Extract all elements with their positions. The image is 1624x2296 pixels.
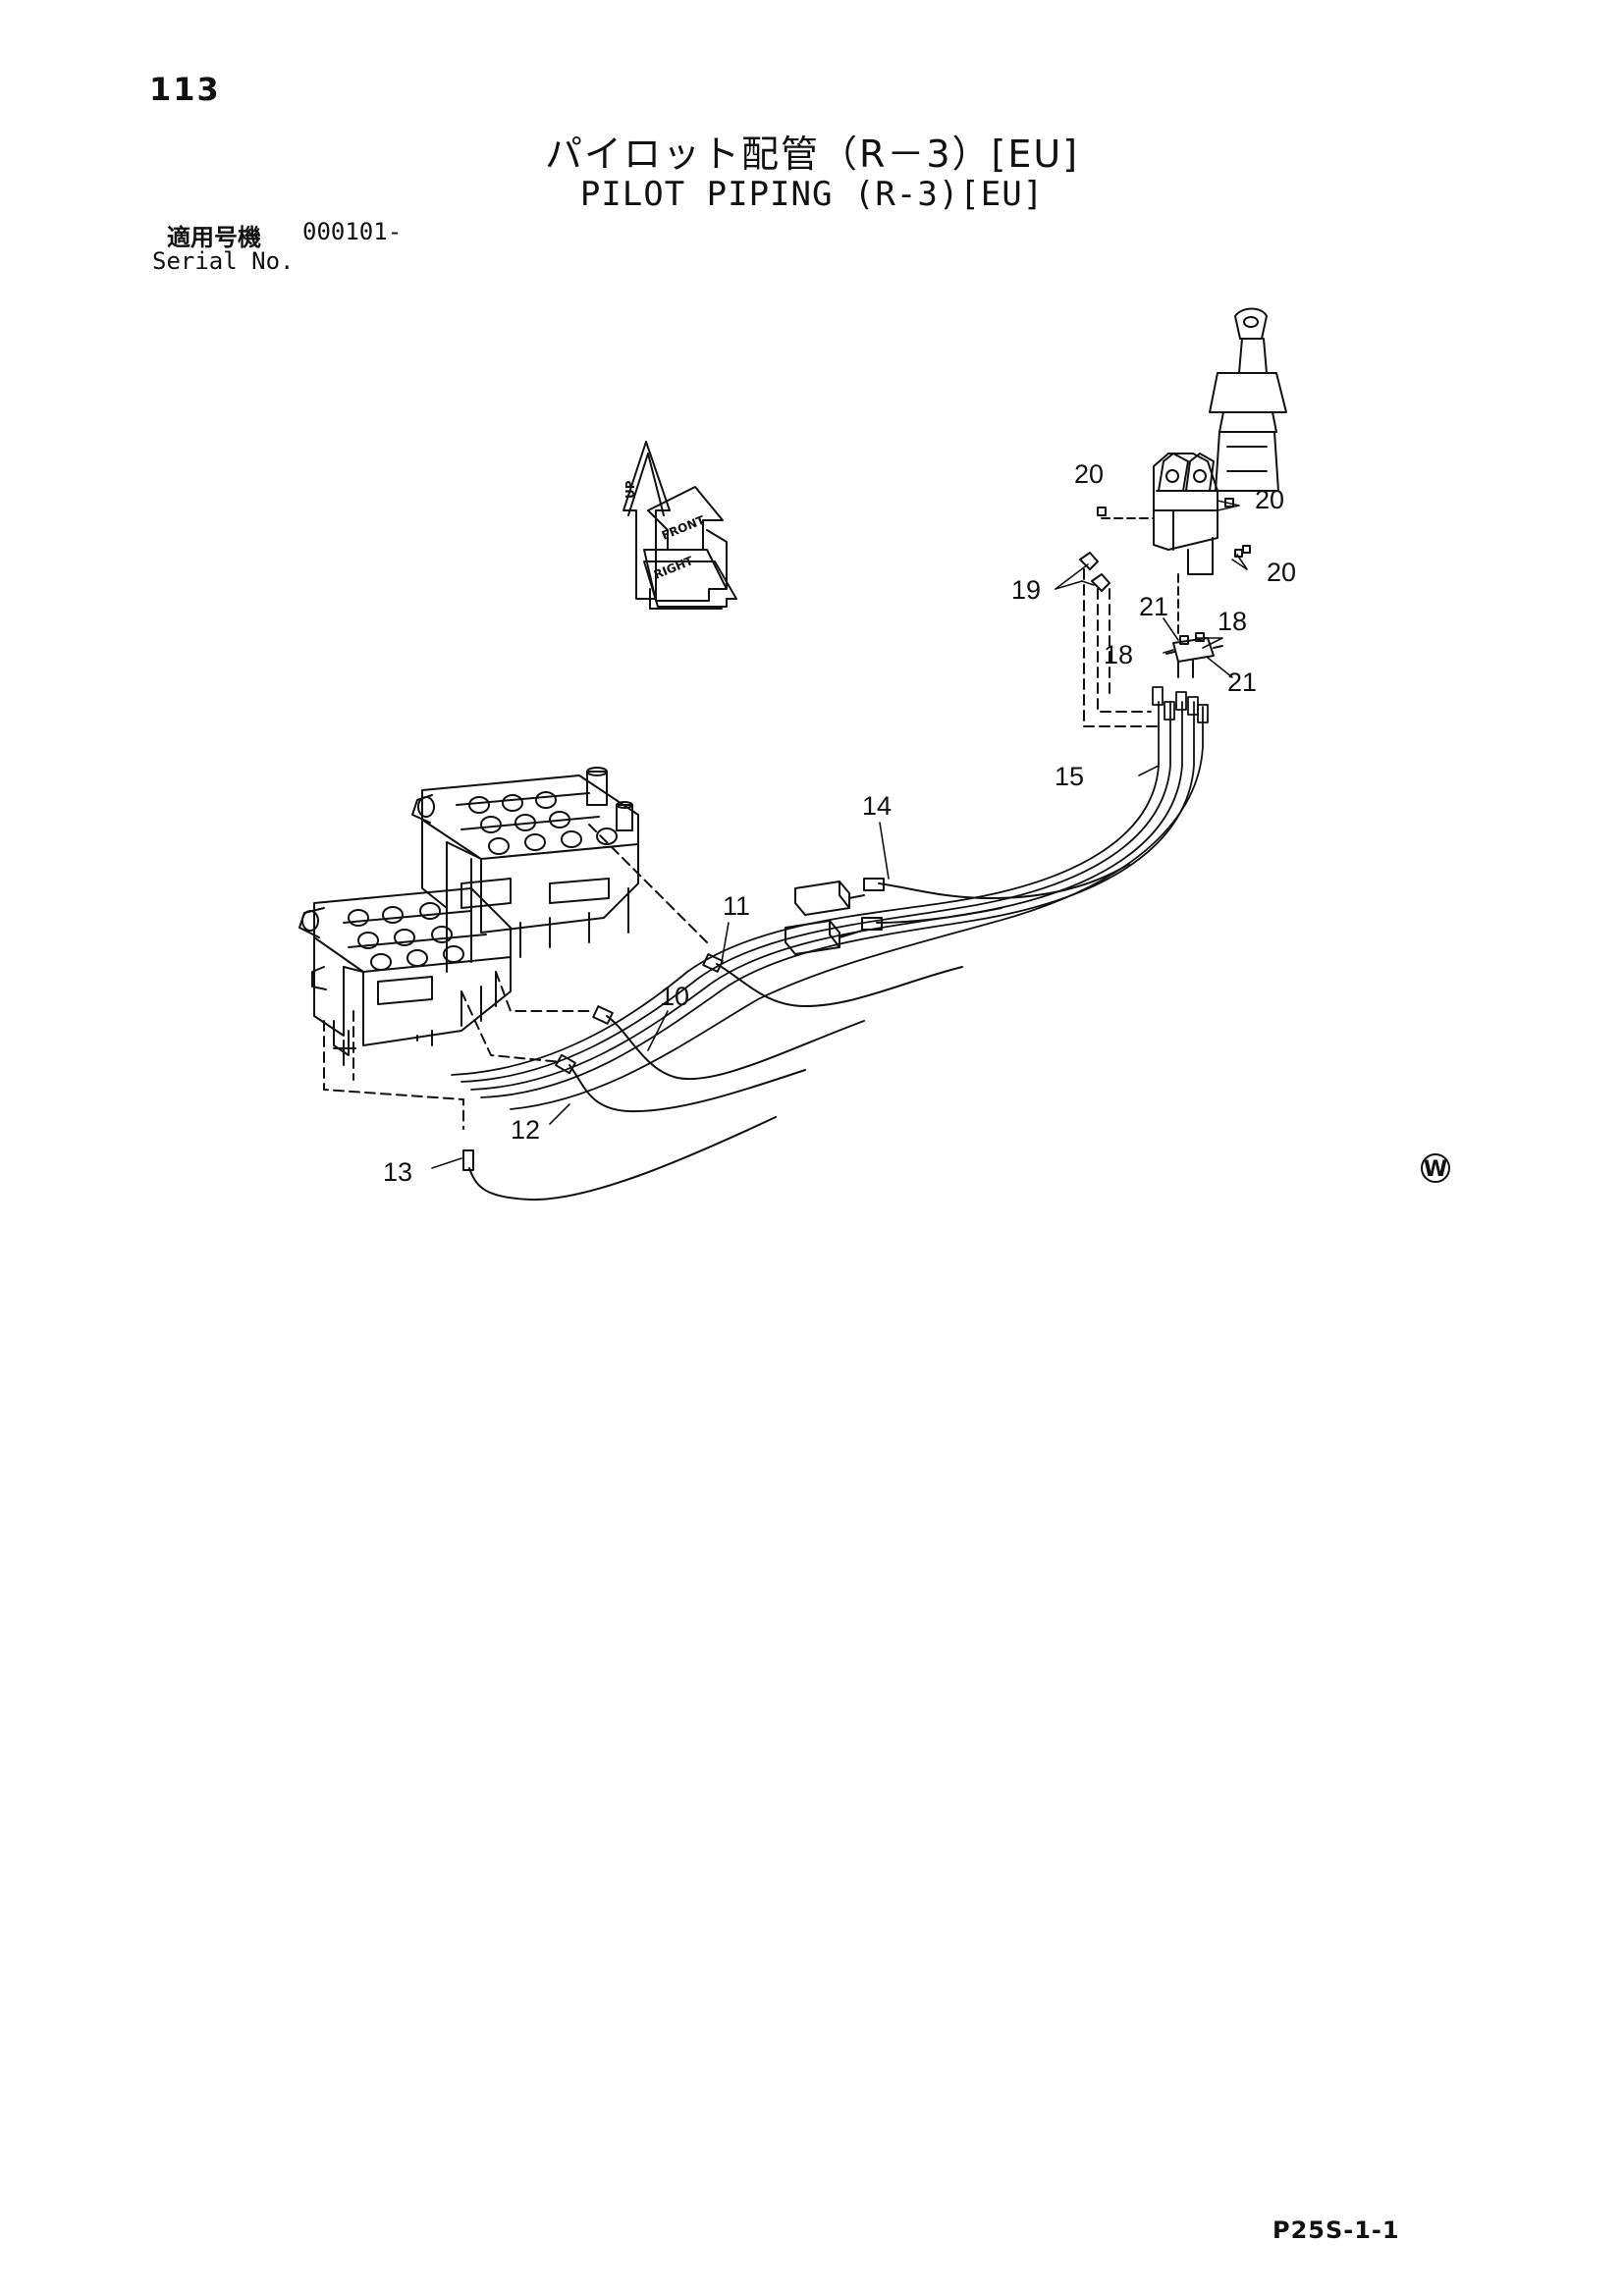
callout-20: 20 [1255,485,1284,514]
direction-label-front: FRONT [660,512,708,542]
callout-20: 20 [1074,459,1104,489]
callout-18: 18 [1104,640,1133,669]
callout-20: 20 [1267,558,1296,587]
corner-mark-letter: W [1424,1157,1447,1182]
callout-15: 15 [1055,762,1084,791]
callout-21: 21 [1139,592,1168,621]
fitting-block [1165,632,1223,678]
serial-label-japanese: 適用号機 [167,224,261,251]
callout-leader-lines [431,500,1248,1169]
corner-mark-icon: W [1421,1153,1450,1183]
callout-13: 13 [383,1157,412,1187]
callout-21: 21 [1227,667,1257,697]
callout-12: 12 [511,1115,540,1145]
serial-label-english: Serial No. [152,247,295,275]
serial-number-range: 000101- [302,218,403,245]
callout-10: 10 [660,982,689,1011]
direction-label-up: UP [623,480,637,499]
hose-12 [555,1053,806,1113]
page-title-japanese: パイロット配管（R－3）[EU] [544,133,1080,176]
hose-15 [451,686,1209,1110]
direction-label-right: RIGHT [652,554,696,582]
page-footer-code: P25S-1-1 [1272,2216,1400,2244]
control-valve-assembly [298,767,639,1066]
callout-19: 19 [1011,575,1041,605]
page-number: 113 [149,71,221,108]
pilot-control-valve [1079,307,1287,639]
callout-14: 14 [862,791,892,821]
callout-18: 18 [1218,607,1247,636]
hose-13 [462,1116,777,1201]
hose-11 [702,953,963,1007]
hose-14 [785,863,1130,955]
hose-10 [592,1005,865,1081]
direction-indicator-icon [623,441,737,610]
page-title-english: PILOT PIPING (R-3)[EU] [579,175,1045,214]
connection-lines [323,568,1160,1130]
callout-11: 11 [723,891,750,921]
